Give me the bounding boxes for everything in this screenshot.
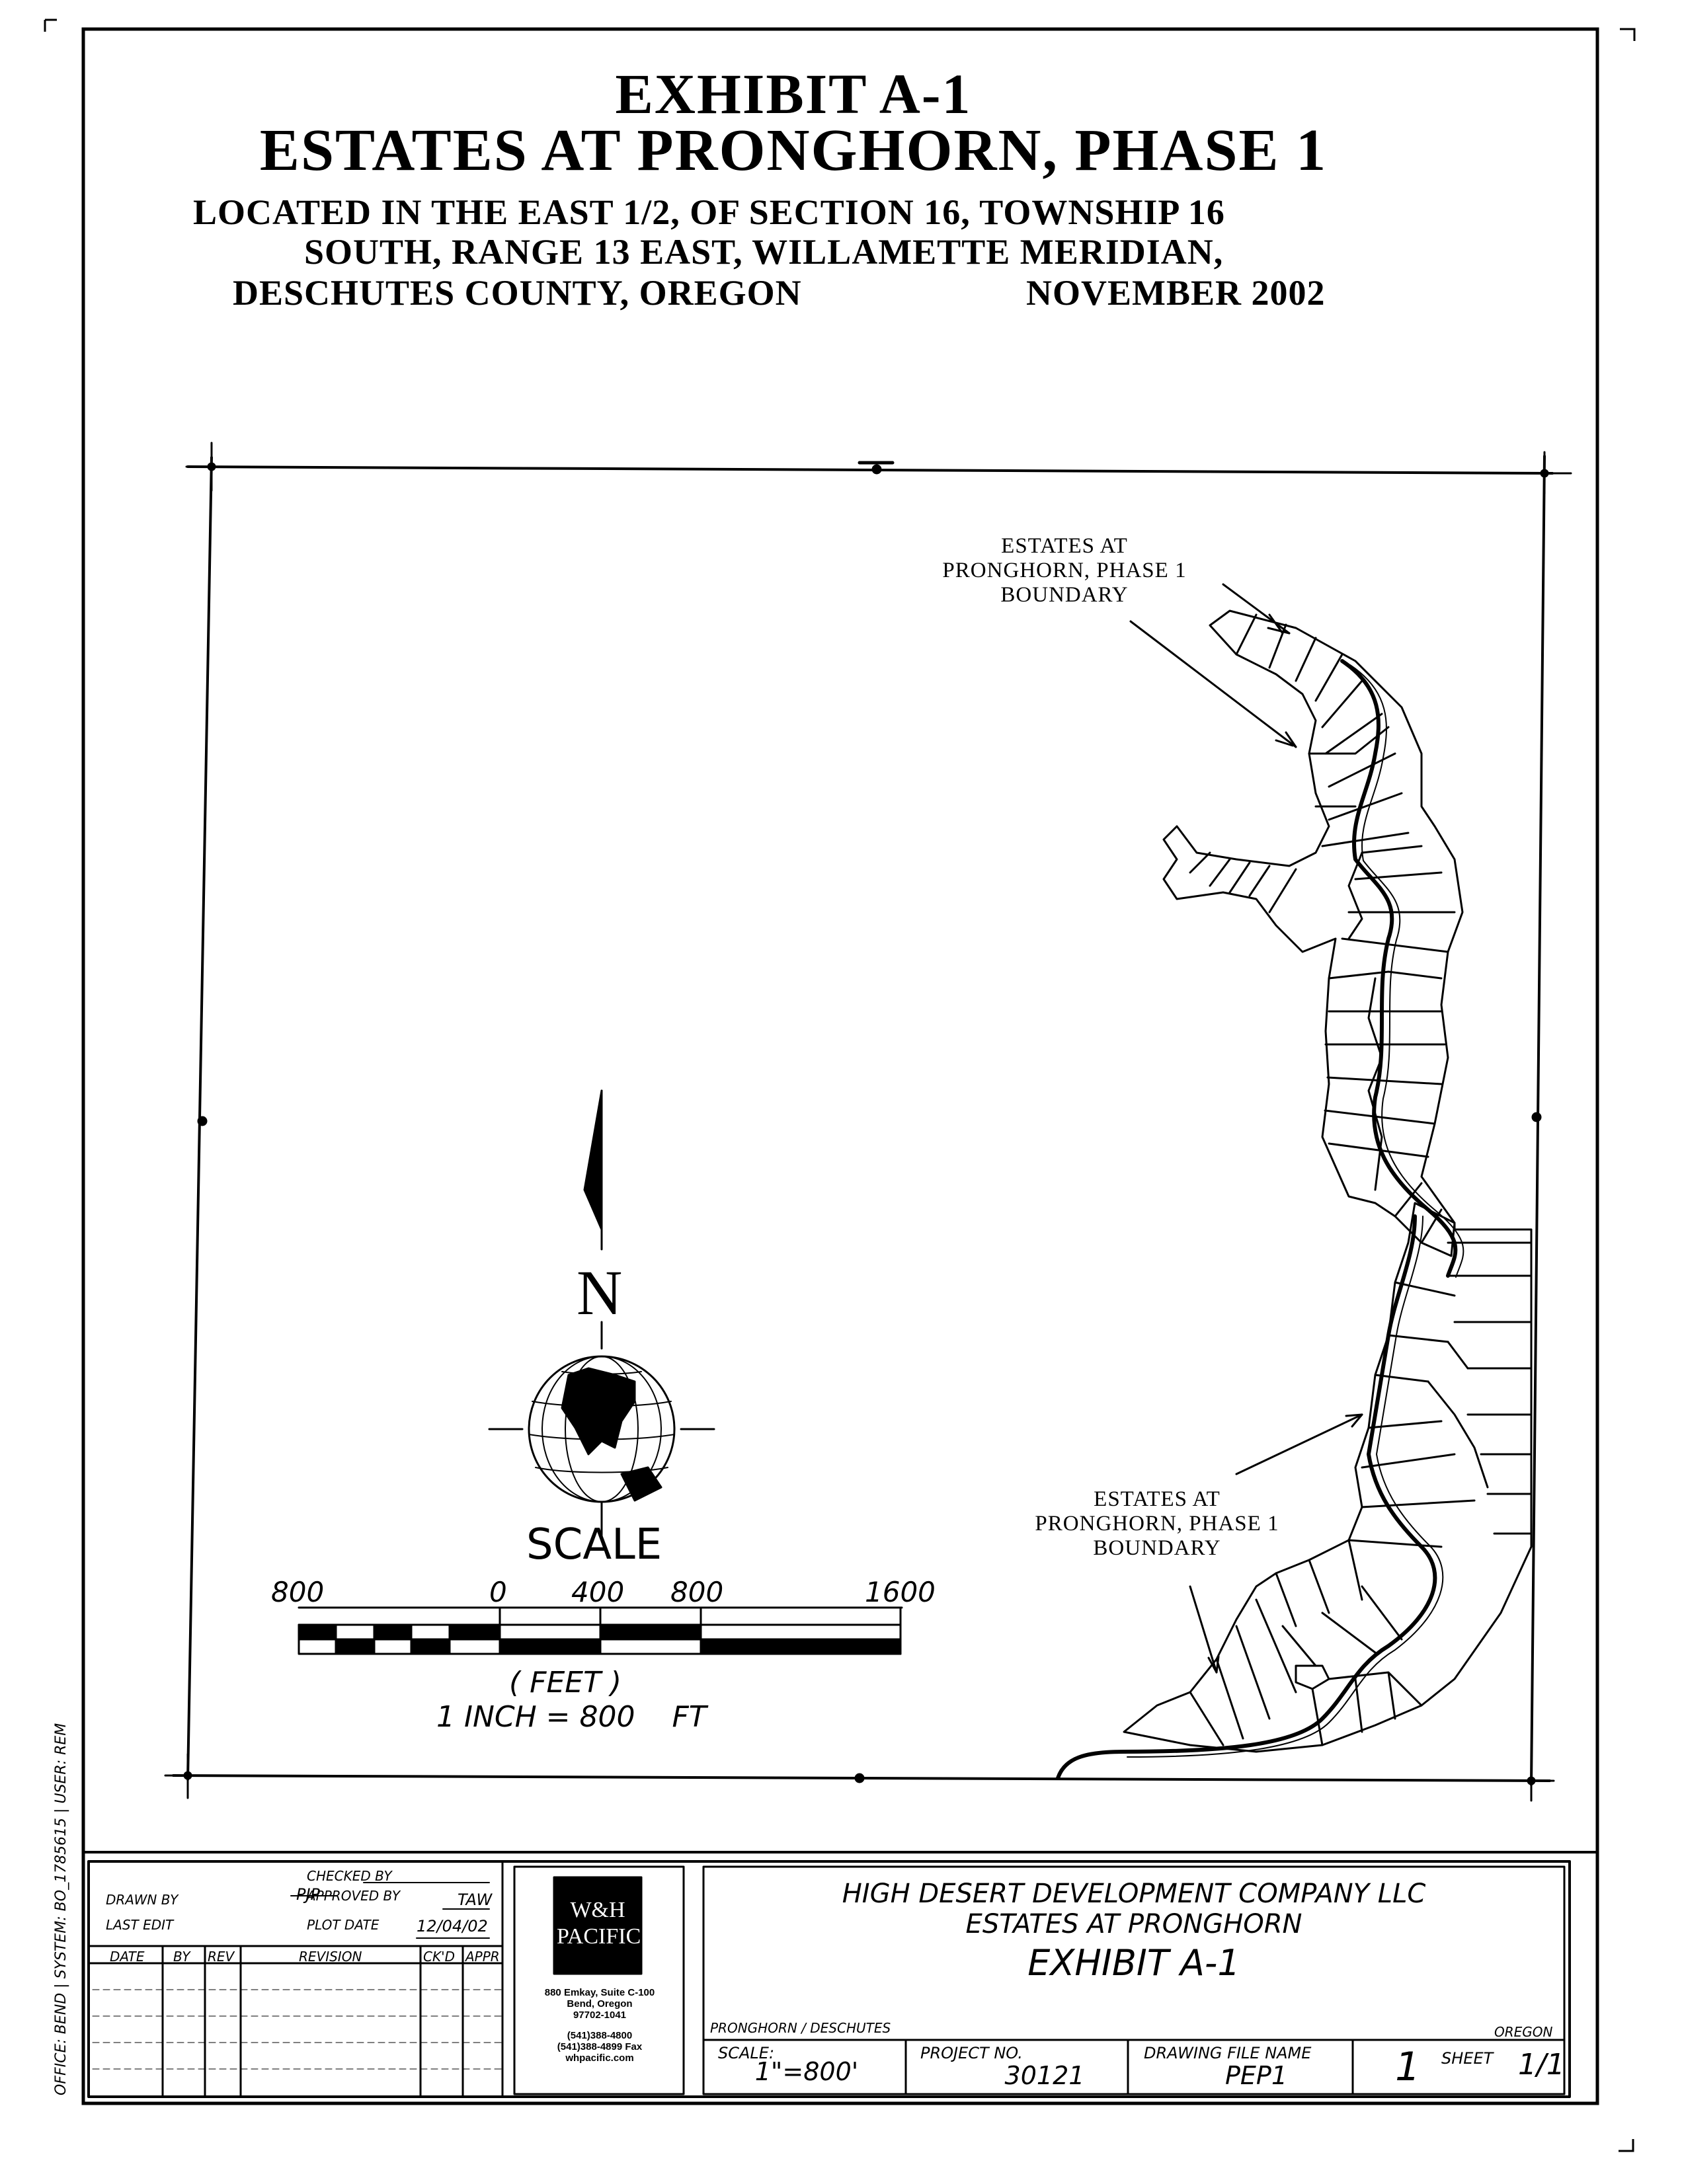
- boundary-label-north-line-1: ESTATES AT: [1001, 534, 1128, 558]
- checked-by-label: CHECKED BY: [307, 1868, 392, 1884]
- north-arrow-shape: [583, 1089, 603, 1350]
- lot-lines-south: [1056, 1202, 1533, 1780]
- firm-logo: W&H PACIFIC: [557, 1898, 641, 1949]
- drawn-by-label: DRAWN BY: [106, 1892, 179, 1908]
- scale-field-label: SCALE:: [718, 2044, 775, 2062]
- rev-header-appr: APPR: [465, 1949, 500, 1965]
- location-line-2: SOUTH, RANGE 13 EAST, WILLAMETTE MERIDIA…: [304, 232, 1224, 272]
- scale-units: ( FEET ): [509, 1666, 622, 1699]
- plan-date: NOVEMBER 2002: [1026, 273, 1326, 313]
- drawn-by-value: PJP: [296, 1885, 321, 1904]
- scale-tick-800-right: 800: [670, 1576, 724, 1608]
- sheet-total: 1/1: [1518, 2048, 1565, 2082]
- title-block-lines: [87, 1860, 1571, 2098]
- label-leaders: [1129, 583, 1363, 1674]
- scale-bar: [298, 1606, 903, 1655]
- boundary-label-north: ESTATES AT PRONGHORN, PHASE 1 BOUNDARY: [932, 534, 1197, 607]
- boundary-label-south-line-2: PRONGHORN, PHASE 1: [1035, 1512, 1279, 1536]
- scale-title: SCALE: [526, 1520, 662, 1569]
- location-state: OREGON: [1494, 2024, 1553, 2040]
- rev-header-rev: REV: [208, 1949, 235, 1965]
- project-title: ESTATES AT PRONGHORN, PHASE 1: [259, 118, 1328, 183]
- last-edit-label: LAST EDIT: [106, 1917, 174, 1933]
- lot-lines-north: [1162, 609, 1464, 1278]
- firm-address: 880 Emkay, Suite C-100 Bend, Oregon 9770…: [517, 1987, 682, 2064]
- scale-field-value: 1"=800': [754, 2057, 859, 2086]
- project-name: ESTATES AT PRONGHORN: [965, 1909, 1302, 1939]
- boundary-label-south-line-1: ESTATES AT: [1094, 1487, 1221, 1511]
- exhibit-title: EXHIBIT A-1: [615, 62, 972, 126]
- project-no-label: PROJECT NO.: [920, 2044, 1023, 2062]
- firm-fax: (541)388-4899 Fax: [557, 2041, 643, 2052]
- rev-header-by: BY: [173, 1949, 190, 1965]
- scale-tick-400: 400: [571, 1576, 625, 1608]
- scale-tick-1600: 1600: [865, 1576, 936, 1608]
- firm-address-line-1: 880 Emkay, Suite C-100: [544, 1987, 655, 1998]
- boundary-label-south: ESTATES AT PRONGHORN, PHASE 1 BOUNDARY: [1012, 1487, 1302, 1561]
- rev-header-revision: REVISION: [299, 1949, 362, 1965]
- drawing-file-label: DRAWING FILE NAME: [1144, 2044, 1312, 2062]
- firm-website: whpacific.com: [565, 2052, 634, 2064]
- approved-by-label: APPROVED BY: [307, 1888, 401, 1904]
- plot-date-label: PLOT DATE: [307, 1917, 380, 1933]
- company-name: HIGH DESERT DEVELOPMENT COMPANY LLC: [842, 1879, 1426, 1909]
- location-line-3: DESCHUTES COUNTY, OREGON: [233, 273, 802, 313]
- boundary-label-south-line-3: BOUNDARY: [1093, 1536, 1221, 1560]
- rev-header-date: DATE: [110, 1949, 145, 1965]
- scale-ratio: 1 INCH = 800 FT: [436, 1700, 707, 1734]
- boundary-label-north-line-3: BOUNDARY: [1000, 583, 1129, 607]
- firm-address-line-2: Bend, Oregon: [567, 1998, 633, 2009]
- rev-header-ckd: CK'D: [423, 1949, 455, 1965]
- sheet-label: SHEET: [1441, 2049, 1494, 2068]
- office-system-note: OFFICE: BEND | SYSTEM: BO_1785615 | USER…: [53, 1723, 69, 2095]
- exhibit-label: EXHIBIT A-1: [1027, 1942, 1240, 1984]
- globe-icon: [488, 1355, 715, 1541]
- sheet-number: 1: [1395, 2044, 1421, 2090]
- boundary-label-north-line-2: PRONGHORN, PHASE 1: [942, 559, 1187, 582]
- scale-tick-800-left: 800: [271, 1576, 325, 1608]
- approved-by-value: TAW: [458, 1891, 493, 1909]
- project-no-value: 30121: [1004, 2061, 1085, 2090]
- drawing-file-value: PEP1: [1224, 2061, 1288, 2090]
- location-county: PRONGHORN / DESCHUTES: [710, 2020, 891, 2036]
- north-label: N: [577, 1257, 623, 1328]
- firm-address-line-3: 97702-1041: [573, 2009, 627, 2021]
- plot-date-value: 12/04/02: [417, 1917, 488, 1935]
- firm-phone: (541)388-4800: [567, 2030, 633, 2041]
- corner-markers: [164, 442, 1572, 1802]
- scale-tick-0: 0: [489, 1576, 507, 1608]
- location-line-1: LOCATED IN THE EAST 1/2, OF SECTION 16, …: [193, 192, 1225, 232]
